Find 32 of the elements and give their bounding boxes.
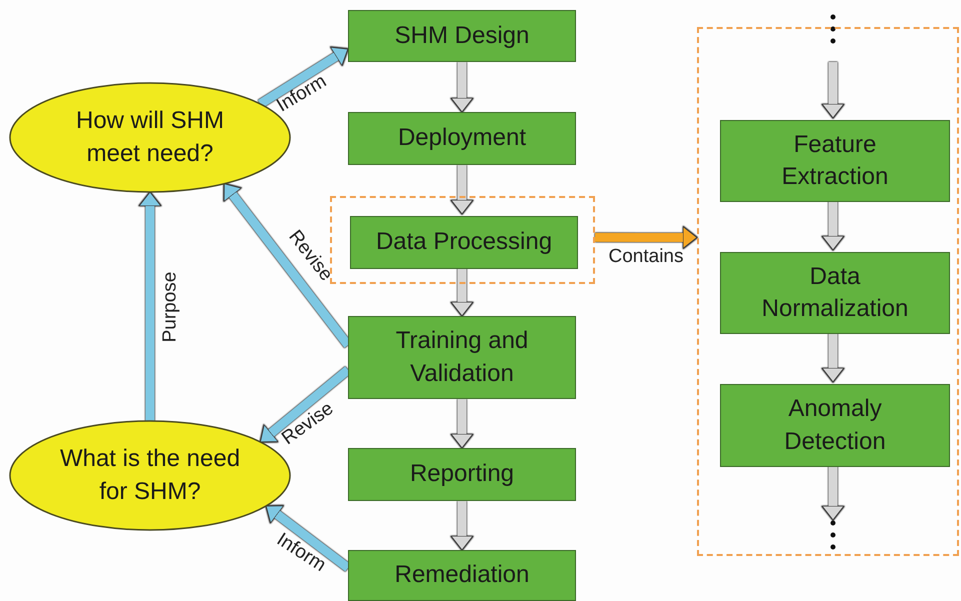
node-label: Feature Extraction [780, 130, 890, 192]
arrow [258, 46, 348, 108]
node-label: SHM Design [394, 20, 530, 51]
process-box [720, 252, 950, 334]
dashed-group-box [697, 27, 959, 556]
node-label: Training and Validation [394, 326, 530, 388]
process-box [350, 216, 578, 269]
node-label: Reporting [408, 459, 516, 490]
process-box [720, 120, 950, 202]
arrow [822, 62, 844, 118]
node-label: Deployment [396, 123, 528, 154]
process-box [348, 10, 576, 62]
node-label: How will SHM meet need? [74, 106, 225, 168]
node-label: Data Processing [374, 227, 554, 258]
process-box [720, 384, 950, 467]
arrow [822, 200, 844, 250]
edge-label: Contains [608, 246, 684, 268]
node-label: Data Normalization [760, 262, 910, 324]
process-box [348, 448, 576, 501]
process-box [348, 550, 576, 601]
arrow [822, 332, 844, 382]
edge-label: Purpose [158, 271, 181, 342]
arrow [450, 267, 474, 316]
node-label: What is the need for SHM? [58, 444, 242, 506]
process-box [348, 112, 576, 165]
arrow [822, 465, 844, 520]
arrow [138, 192, 162, 421]
arrow [595, 226, 698, 249]
node-label: Remediation [394, 560, 530, 590]
process-box [348, 316, 576, 399]
dashed-group-box [330, 196, 595, 284]
node-label: Anomaly Detection [783, 394, 887, 456]
